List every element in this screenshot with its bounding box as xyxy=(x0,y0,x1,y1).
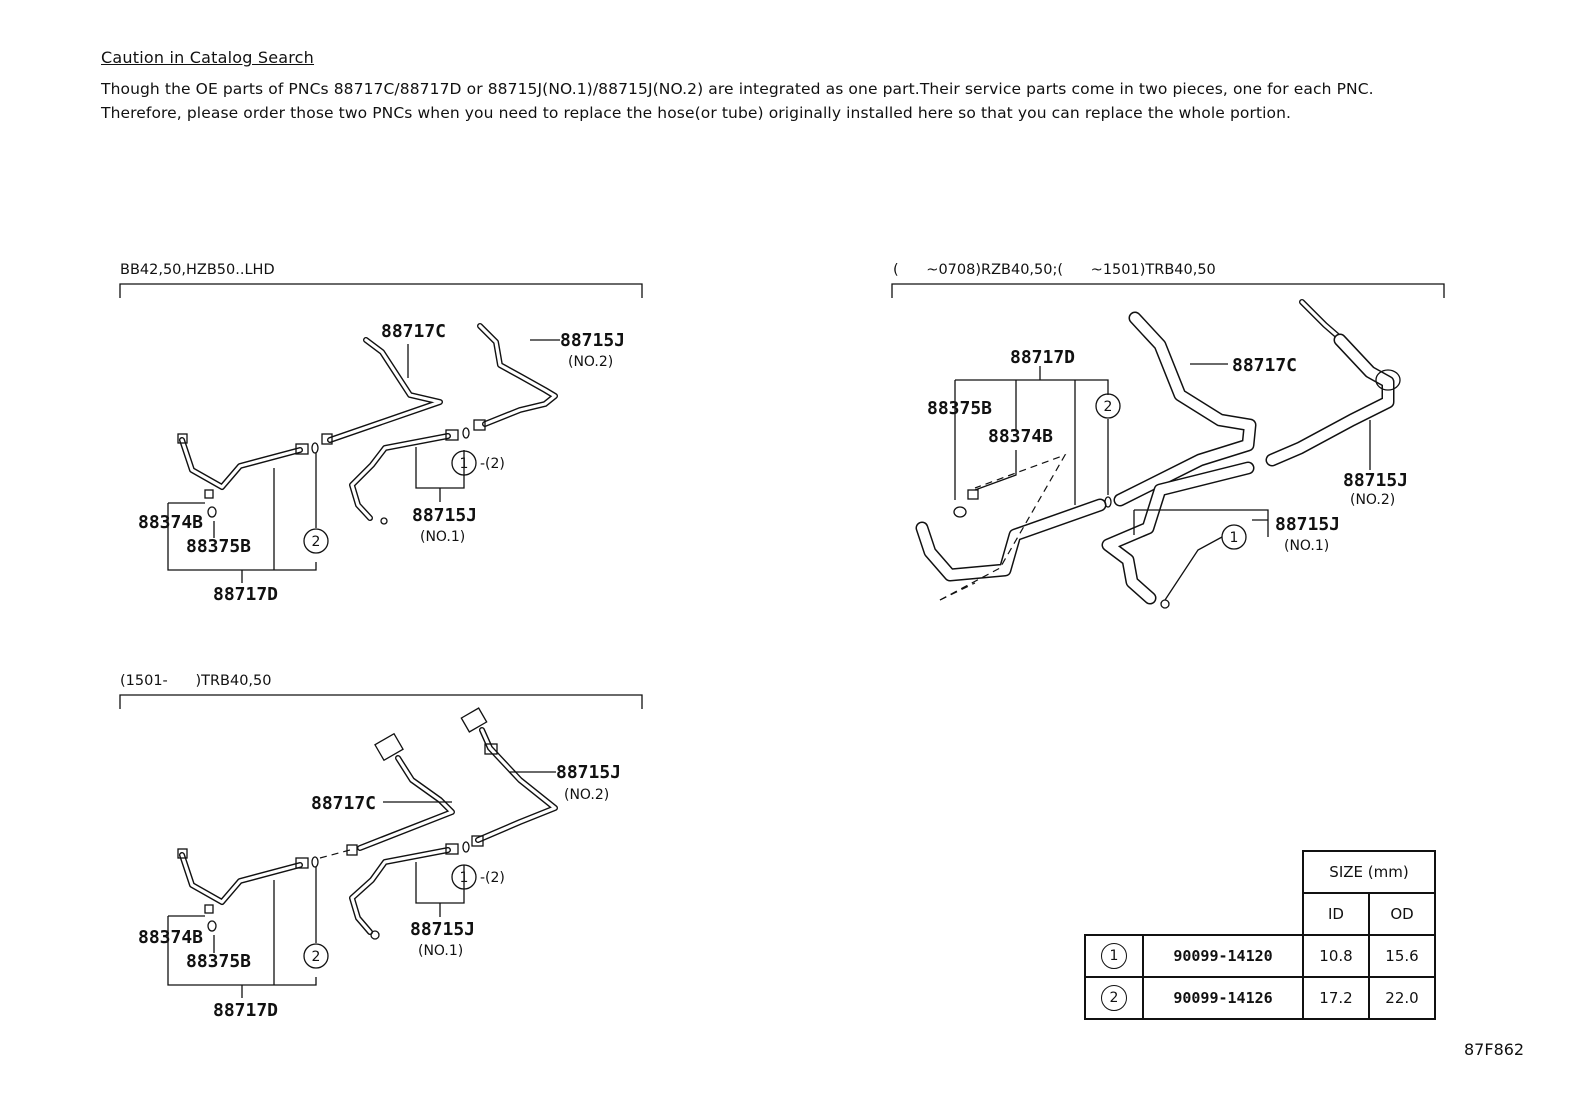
section-label-top-right: ( ~0708)RZB40,50;( ~1501)TRB40,50 xyxy=(893,262,1216,278)
part-label-88715j-no1: 88715J xyxy=(412,505,477,526)
callout-circle-1 xyxy=(451,864,477,890)
table-header-size: SIZE (mm) xyxy=(1302,850,1436,894)
table-row: 1 90099-14120 10.8 15.6 xyxy=(1084,934,1436,978)
callout-number-2: 2 xyxy=(312,534,321,550)
section-bracket xyxy=(119,283,643,298)
tube-88717d xyxy=(177,433,319,490)
callout-circle-1 xyxy=(451,450,477,476)
table-id-cell: 10.8 xyxy=(1302,934,1370,978)
part-label-88374b: 88374B xyxy=(138,927,203,948)
hose-88717d xyxy=(915,496,1112,582)
part-sublabel-no1: (NO.1) xyxy=(1284,538,1329,554)
part-label-88375b: 88375B xyxy=(927,398,992,419)
part-label-88375b: 88375B xyxy=(186,536,251,557)
part-label-88715j-no2: 88715J xyxy=(1343,470,1408,491)
table-header-id: ID xyxy=(1302,892,1370,936)
section-label-bottom-left: (1501- )TRB40,50 xyxy=(120,673,272,689)
table-row: 2 90099-14126 17.2 22.0 xyxy=(1084,976,1436,1020)
part-label-88717d: 88717D xyxy=(213,1000,278,1021)
callout-circle-2 xyxy=(303,528,329,554)
tube-88715j-no2 xyxy=(460,707,558,847)
diagram-top-left: 88717C 88715J (NO.2) 88374B 88375B 88715… xyxy=(119,283,643,605)
tube-88717c xyxy=(319,732,455,859)
callout-circle-2 xyxy=(303,943,329,969)
callout-number-1: 1 xyxy=(460,870,469,886)
mark-circle: 1 xyxy=(1101,943,1127,969)
diagram-top-right: 88717D 88375B 88374B 88717C 88715J (NO.2… xyxy=(891,283,1445,609)
table-mark-cell: 2 xyxy=(1084,976,1144,1020)
table-header-od: OD xyxy=(1368,892,1436,936)
part-label-88717c: 88717C xyxy=(381,321,446,342)
part-label-88375b: 88375B xyxy=(186,951,251,972)
part-sublabel-no2: (NO.2) xyxy=(568,354,613,370)
caution-text-line-2: Therefore, please order those two PNCs w… xyxy=(101,104,1292,122)
tube-88717c xyxy=(321,337,443,445)
callout-suffix: -(2) xyxy=(480,456,505,472)
part-label-88717c: 88717C xyxy=(1232,355,1297,376)
hose-88715j-no1 xyxy=(1101,461,1255,609)
tube-88717d xyxy=(177,848,319,905)
part-label-88715j-no1: 88715J xyxy=(1275,514,1340,535)
part-sublabel-no1: (NO.1) xyxy=(420,529,465,545)
table-mark-cell: 1 xyxy=(1084,934,1144,978)
caution-text-line-1: Though the OE parts of PNCs 88717C/88717… xyxy=(101,80,1374,98)
mark-circle: 2 xyxy=(1101,985,1127,1011)
table-part-cell: 90099-14126 xyxy=(1142,976,1304,1020)
hose-88717c xyxy=(1113,311,1257,507)
caution-title: Caution in Catalog Search xyxy=(101,48,315,67)
part-label-88715j-no1: 88715J xyxy=(410,919,475,940)
table-od-cell: 22.0 xyxy=(1368,976,1436,1020)
part-sublabel-no1: (NO.1) xyxy=(418,943,463,959)
tube-88715j-no2 xyxy=(473,323,558,431)
hose-88715j-no2 xyxy=(1265,299,1401,467)
section-label-top-left: BB42,50,HZB50..LHD xyxy=(120,262,275,278)
section-bracket xyxy=(119,694,643,709)
callout-circle-1 xyxy=(1221,524,1247,550)
callout-number-1: 1 xyxy=(460,456,469,472)
figure-code: 87F862 xyxy=(1464,1040,1525,1059)
part-label-88717d: 88717D xyxy=(213,584,278,605)
part-label-88717d: 88717D xyxy=(1010,347,1075,368)
callout-number-2: 2 xyxy=(1104,399,1113,415)
part-label-88715j-no2: 88715J xyxy=(556,762,621,783)
part-label-88374b: 88374B xyxy=(138,512,203,533)
callout-circle-2 xyxy=(1095,393,1121,419)
part-sublabel-no2: (NO.2) xyxy=(1350,492,1395,508)
table-part-cell: 90099-14120 xyxy=(1142,934,1304,978)
part-sublabel-no2: (NO.2) xyxy=(564,787,609,803)
table-blank-cell xyxy=(1085,851,1303,935)
part-label-88715j-no2: 88715J xyxy=(560,330,625,351)
callout-suffix: -(2) xyxy=(480,870,505,886)
diagram-bottom-left: 88717C 88715J (NO.2) 88374B 88375B 88715… xyxy=(119,694,643,1021)
size-table: SIZE (mm) ID OD 1 90099-14120 10.8 15.6 … xyxy=(1084,850,1436,1020)
tube-88715j-no1 xyxy=(349,427,470,525)
section-bracket xyxy=(891,283,1445,298)
tube-88715j-no1 xyxy=(349,841,470,940)
callout-number-2: 2 xyxy=(312,949,321,965)
part-label-88717c: 88717C xyxy=(311,793,376,814)
table-od-cell: 15.6 xyxy=(1368,934,1436,978)
part-label-88374b: 88374B xyxy=(988,426,1053,447)
callout-number-1: 1 xyxy=(1230,530,1239,546)
table-id-cell: 17.2 xyxy=(1302,976,1370,1020)
